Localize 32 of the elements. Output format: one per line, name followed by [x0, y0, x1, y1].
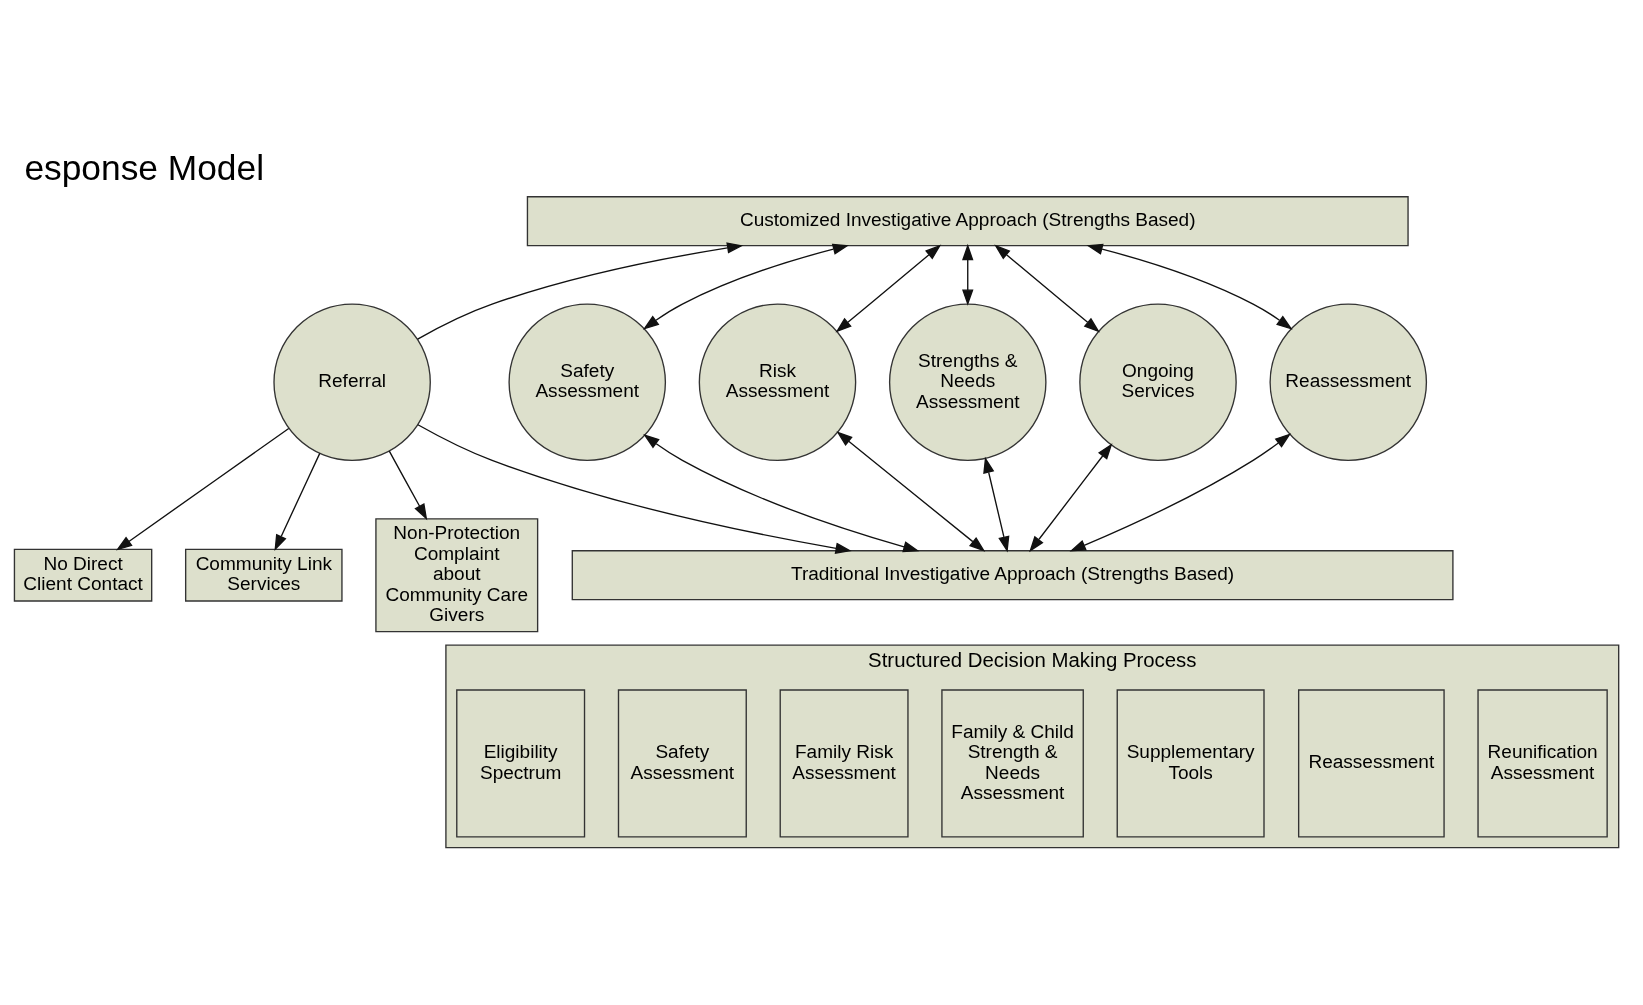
node-box: Community Link Services: [184, 548, 343, 602]
arrow: [388, 450, 427, 521]
node-circle: Reassessment: [1268, 303, 1427, 462]
node-circle: Strengths & Needs Assessment: [888, 303, 1047, 462]
arrow: [1085, 243, 1293, 330]
arrow: [835, 431, 985, 552]
node-circle: Referral: [272, 303, 431, 462]
node-box: Reunification Assessment: [1476, 689, 1608, 838]
node-box: Traditional Investigative Approach (Strengths Based): [571, 550, 1454, 601]
node-box: Safety Assessment: [617, 689, 747, 838]
arrow: [115, 427, 289, 551]
arrow: [642, 434, 919, 553]
diagram-title: esponse Model: [23, 148, 264, 188]
arrow: [416, 242, 743, 340]
arrow: [642, 243, 849, 330]
arrow: [982, 456, 1009, 553]
arrow: [416, 424, 852, 554]
arrow: [273, 452, 320, 551]
node-box: Non-Protection Complaint about Community Care Givers: [374, 518, 538, 633]
node-box: Family Risk Assessment: [779, 689, 909, 838]
arrow: [1069, 433, 1291, 552]
node-circle: Safety Assessment: [507, 303, 666, 462]
node-box: Reassessment: [1297, 689, 1445, 838]
node-box: Eligibility Spectrum: [455, 689, 585, 838]
node-box: Family & Child Strength & Needs Assessment: [940, 689, 1084, 838]
node-box: Supplementary Tools: [1116, 689, 1265, 838]
arrow: [1028, 443, 1112, 553]
node-box: Customized Investigative Approach (Strengths Based): [526, 196, 1409, 247]
arrow: [961, 243, 973, 306]
arrow: [835, 244, 941, 333]
node-box: No Direct Client Contact: [13, 548, 152, 602]
arrow: [993, 244, 1100, 333]
